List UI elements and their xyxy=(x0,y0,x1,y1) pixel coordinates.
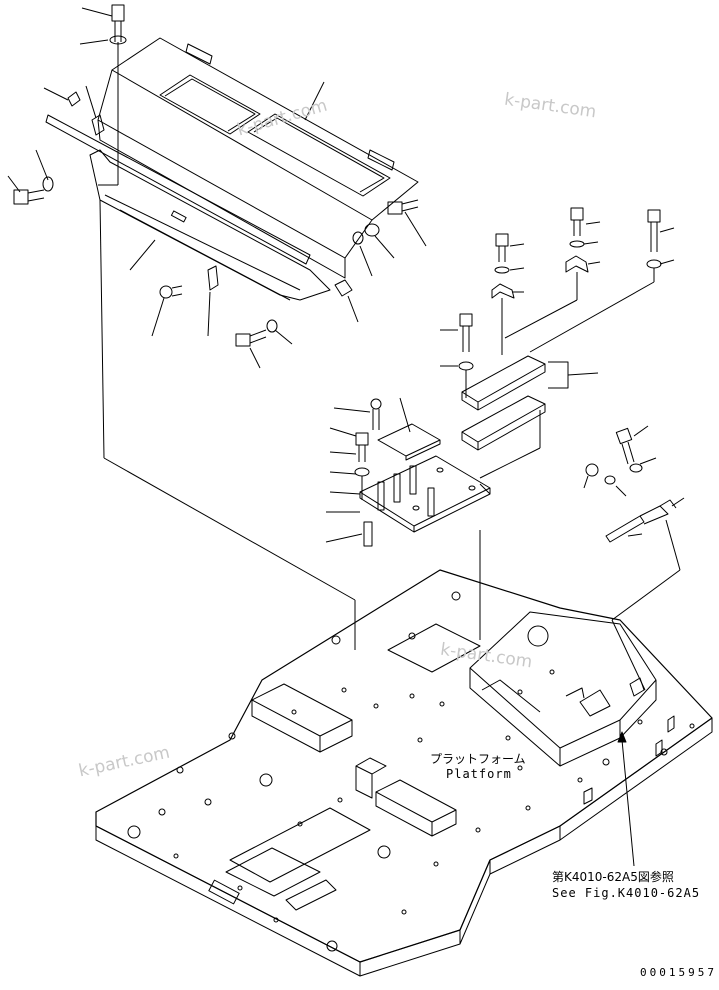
reference-arrow xyxy=(617,731,635,867)
platform-block-1 xyxy=(251,683,353,737)
center-plate-group xyxy=(354,398,491,547)
right-bracket-group xyxy=(458,207,662,451)
leaders-center xyxy=(325,397,541,543)
cover-stiffener xyxy=(89,149,331,301)
base-plate xyxy=(359,455,491,527)
reference-label-jp: 第K4010-62A5図参照 xyxy=(552,870,674,884)
hinge-left xyxy=(185,43,213,65)
assembly-leaders xyxy=(99,199,481,650)
platform-holes xyxy=(127,591,695,952)
bracket-small-1 xyxy=(67,91,81,107)
bracket-small-3 xyxy=(207,265,219,291)
leaders-right-bracket xyxy=(440,221,675,367)
cover-opening-2 xyxy=(247,113,391,197)
platform-top-face xyxy=(95,569,713,963)
leaders-damper xyxy=(583,425,685,537)
top-cover-assembly xyxy=(45,37,419,301)
hinge-right xyxy=(367,149,395,171)
right-deck xyxy=(469,611,657,749)
top-bolts xyxy=(13,4,419,347)
platform-label-jp: プラットフォーム xyxy=(430,752,526,766)
platform-label-en: Platform xyxy=(446,767,512,781)
platform-frame xyxy=(95,569,713,977)
damper-group xyxy=(585,427,681,691)
bracket-small-2 xyxy=(91,114,105,136)
drawing-number: 00015957 xyxy=(640,966,717,979)
cover-top-face xyxy=(111,37,419,221)
reference-label-en: See Fig.K4010-62A5 xyxy=(552,886,701,900)
lower-plate xyxy=(45,114,311,265)
leaders-top xyxy=(7,7,427,369)
platform-block-2 xyxy=(375,779,457,823)
gas-spring xyxy=(605,515,645,543)
platform-block-3 xyxy=(355,757,387,775)
clip-right xyxy=(334,279,353,297)
cover-opening-1 xyxy=(159,74,261,135)
cover-side-face xyxy=(97,69,373,259)
